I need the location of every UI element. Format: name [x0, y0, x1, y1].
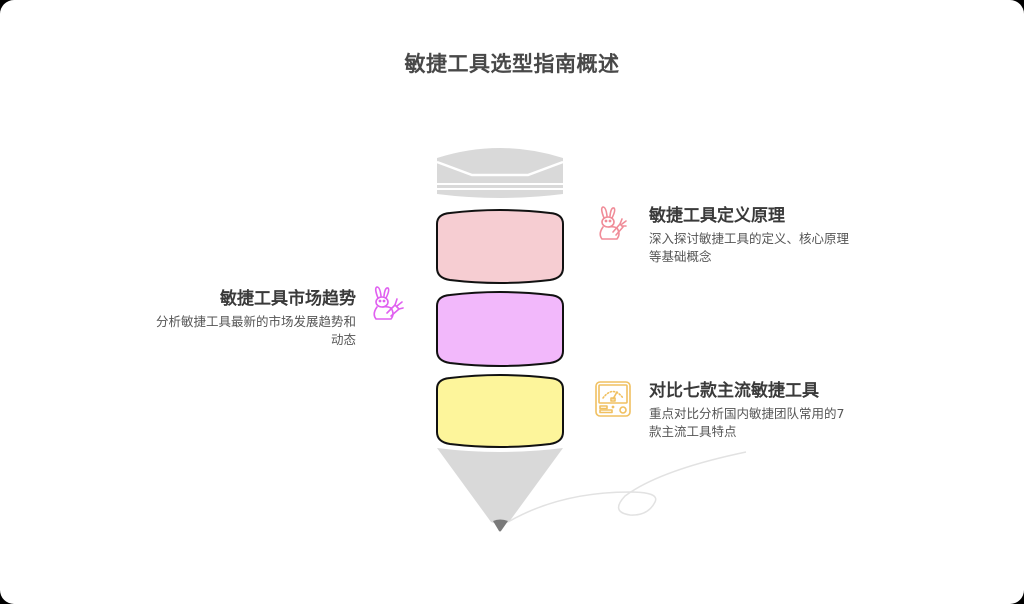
pencil-segment-2 [436, 291, 564, 367]
pencil-segment-3 [436, 374, 564, 448]
pencil-scribble [507, 451, 747, 523]
item-market-trend: 敏捷工具市场趋势 分析敏捷工具最新的市场发展趋势和 动态 [100, 288, 356, 349]
rabbit-carrot-icon [593, 204, 633, 244]
rabbit-carrot-icon [367, 284, 407, 324]
pencil-eraser [436, 148, 564, 198]
item-description: 深入探讨敏捷工具的定义、核心原理 等基础概念 [649, 231, 850, 264]
item-description: 分析敏捷工具最新的市场发展趋势和 动态 [155, 314, 356, 347]
pencil-segment-1 [436, 209, 564, 284]
page-title: 敏捷工具选型指南概述 [404, 52, 620, 76]
item-heading: 敏捷工具定义原理 [649, 206, 785, 226]
item-heading: 敏捷工具市场趋势 [220, 289, 356, 309]
pencil-tip [437, 448, 563, 524]
item-tool-comparison: 对比七款主流敏捷工具 重点对比分析国内敏捷团队常用的7 款主流工具特点 [649, 380, 909, 441]
item-definition: 敏捷工具定义原理 深入探讨敏捷工具的定义、核心原理 等基础概念 [649, 205, 909, 266]
gauge-meter-icon [593, 379, 633, 419]
item-description: 重点对比分析国内敏捷团队常用的7 款主流工具特点 [649, 406, 845, 439]
pencil-lead [493, 519, 508, 532]
item-heading: 对比七款主流敏捷工具 [649, 381, 819, 401]
